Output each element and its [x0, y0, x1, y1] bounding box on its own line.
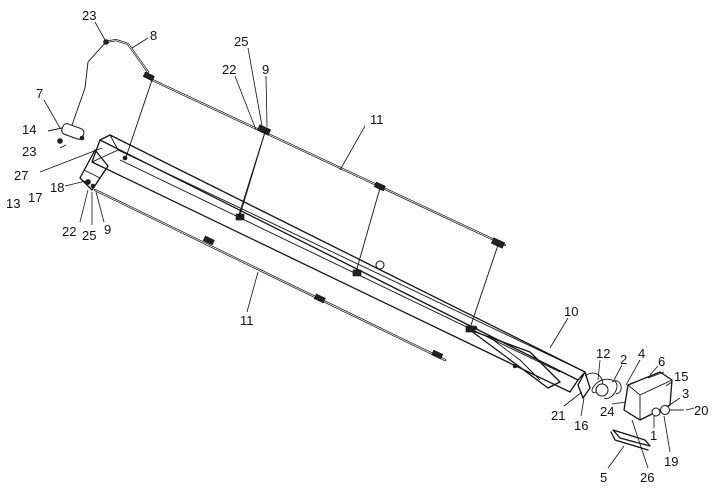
callout-22-upper: 22	[222, 62, 236, 77]
callout-23-lower: 23	[22, 144, 36, 159]
leader-lines	[39, 21, 695, 469]
callout-labels: 23 8 25 22 9 7 14 23 27 18 13 17 22 25 9…	[6, 8, 708, 485]
intake-end	[79, 149, 109, 191]
callout-7: 7	[36, 86, 43, 101]
callout-25-upper: 25	[234, 34, 248, 49]
auger-tube	[91, 134, 586, 393]
upper-truss-rod	[142, 71, 507, 249]
callout-15: 15	[674, 369, 688, 384]
callout-18: 18	[50, 180, 64, 195]
callout-12: 12	[596, 346, 610, 361]
callout-26: 26	[640, 470, 654, 485]
bearing-ring	[660, 405, 670, 415]
lower-truss-rod	[93, 188, 475, 362]
callout-3: 3	[682, 386, 689, 401]
callout-13: 13	[6, 196, 20, 211]
callout-1: 1	[650, 428, 657, 443]
callout-5: 5	[600, 470, 607, 485]
callout-21: 21	[551, 408, 565, 423]
callout-8: 8	[150, 28, 157, 43]
callout-14: 14	[22, 122, 36, 137]
callout-9-upper: 9	[262, 62, 269, 77]
callout-19: 19	[664, 454, 678, 469]
callout-24: 24	[600, 404, 614, 419]
callout-4: 4	[638, 346, 645, 361]
motor	[61, 123, 85, 140]
washer	[651, 407, 661, 417]
callout-2: 2	[620, 352, 627, 367]
callout-27: 27	[14, 168, 28, 183]
flange-ring	[595, 383, 609, 397]
callout-16: 16	[574, 418, 588, 433]
callout-17: 17	[28, 190, 42, 205]
callout-23-upper: 23	[82, 8, 96, 23]
callout-22-lower: 22	[62, 224, 76, 239]
discharge-end	[577, 371, 684, 451]
callout-20: 20	[694, 403, 708, 418]
callout-6: 6	[658, 354, 665, 369]
callout-25-lower: 25	[82, 228, 96, 243]
callout-10: 10	[564, 304, 578, 319]
callout-11-upper: 11	[370, 112, 384, 127]
callout-9-lower: 9	[104, 222, 111, 237]
truss-cables	[124, 79, 499, 329]
motor-assembly	[47, 38, 150, 144]
callout-11-lower: 11	[240, 313, 254, 328]
hook-ring	[375, 260, 385, 270]
